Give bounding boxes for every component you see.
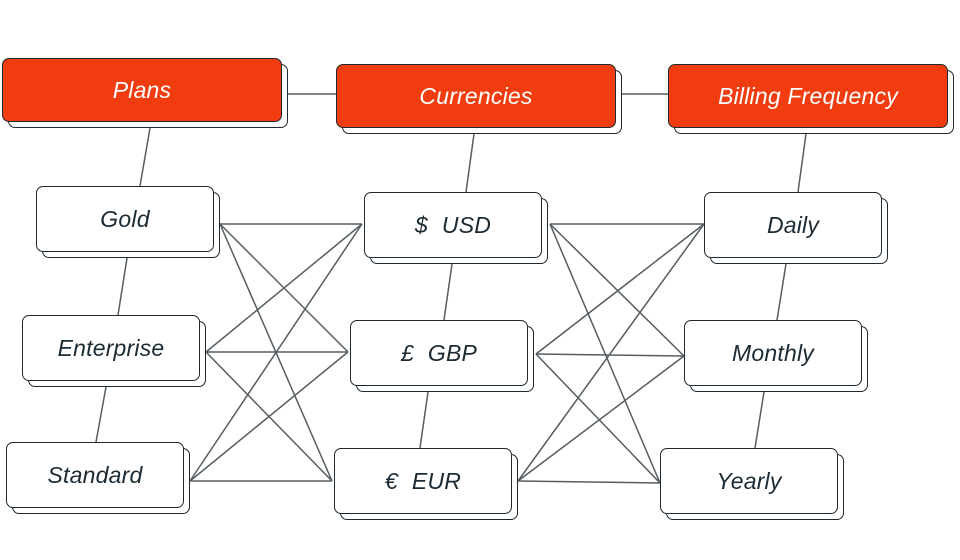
- currency-eur-label: EUR: [411, 467, 462, 494]
- billing-daily[interactable]: Daily: [704, 192, 882, 258]
- plan-currency-link-1-2: [205, 351, 333, 482]
- billing-yearly-wrap: Yearly: [660, 448, 844, 520]
- currency-billing-link-2-2: [517, 480, 661, 484]
- plan-gold[interactable]: Gold: [36, 186, 214, 252]
- currency-gbp-label: GBP: [427, 339, 478, 366]
- currency-billing-link-2-0: [517, 223, 705, 482]
- currency-billing-link-0-2: [549, 223, 661, 484]
- plan-currency-link-2-1: [189, 351, 349, 482]
- currency-gbp-wrap: £ GBP: [350, 320, 534, 392]
- currency-gbp[interactable]: £ GBP: [350, 320, 528, 386]
- billing-header[interactable]: Billing Frequency: [668, 64, 948, 128]
- plans-header-label: Plans: [112, 76, 172, 103]
- plan-standard[interactable]: Standard: [6, 442, 184, 508]
- currency-billing-link-1-1: [535, 353, 685, 357]
- currency-billing-link-1-0: [535, 223, 705, 355]
- currency-eur-wrap: € EUR: [334, 448, 518, 520]
- billing-yearly-label: Yearly: [716, 467, 782, 494]
- currencies-header-wrap: Currencies: [336, 64, 622, 134]
- plan-enterprise[interactable]: Enterprise: [22, 315, 200, 381]
- plans-header-wrap: Plans: [2, 58, 288, 128]
- currency-usd-label: USD: [441, 211, 492, 238]
- billing-stem-1: [797, 133, 807, 193]
- plans-header[interactable]: Plans: [2, 58, 282, 122]
- plans-stem-2: [117, 257, 128, 316]
- euro-icon: €: [384, 467, 398, 494]
- billing-monthly[interactable]: Monthly: [684, 320, 862, 386]
- dollar-icon: $: [414, 211, 428, 238]
- currencies-stem-1: [465, 133, 475, 193]
- billing-yearly[interactable]: Yearly: [660, 448, 838, 514]
- currency-eur[interactable]: € EUR: [334, 448, 512, 514]
- currency-usd-wrap: $ USD: [364, 192, 548, 264]
- plans-stem-3: [95, 386, 107, 443]
- billing-header-wrap: Billing Frequency: [668, 64, 954, 134]
- plan-enterprise-wrap: Enterprise: [22, 315, 206, 387]
- plans-stem-1: [139, 127, 151, 187]
- billing-monthly-label: Monthly: [732, 339, 814, 366]
- plan-standard-label: Standard: [47, 461, 143, 488]
- plan-currency-link-0-1: [219, 223, 349, 353]
- plan-gold-wrap: Gold: [36, 186, 220, 258]
- plan-standard-wrap: Standard: [6, 442, 190, 514]
- currencies-header-label: Currencies: [419, 82, 533, 109]
- currency-usd[interactable]: $ USD: [364, 192, 542, 258]
- currency-billing-link-1-2: [535, 353, 661, 484]
- pound-icon: £: [400, 339, 414, 366]
- currencies-stem-2: [443, 263, 453, 321]
- billing-monthly-wrap: Monthly: [684, 320, 868, 392]
- currencies-header[interactable]: Currencies: [336, 64, 616, 128]
- billing-daily-wrap: Daily: [704, 192, 888, 264]
- plan-currency-link-1-0: [205, 223, 363, 353]
- plan-enterprise-label: Enterprise: [57, 334, 165, 361]
- plan-currency-link-2-0: [189, 223, 363, 482]
- currencies-stem-3: [419, 391, 429, 449]
- billing-daily-label: Daily: [766, 211, 820, 238]
- billing-stem-3: [754, 391, 765, 449]
- billing-stem-2: [776, 263, 787, 321]
- plan-gold-label: Gold: [100, 205, 150, 232]
- currency-billing-link-0-1: [549, 223, 685, 357]
- billing-header-label: Billing Frequency: [718, 82, 898, 109]
- plan-currency-link-0-2: [219, 223, 333, 482]
